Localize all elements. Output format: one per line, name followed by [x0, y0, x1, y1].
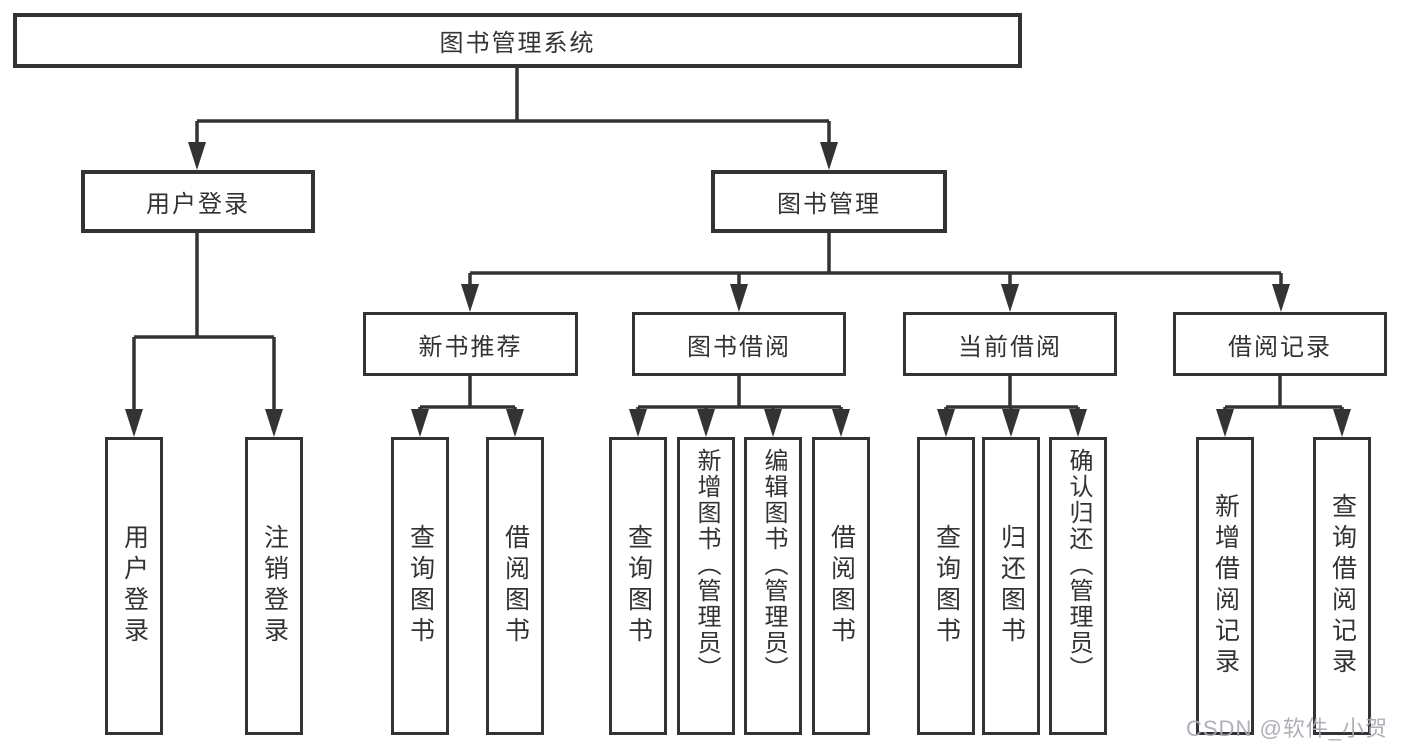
leaf-query-books-current: 查询图书 [917, 437, 975, 735]
leaf-logout-login: 注销登录 [245, 437, 303, 735]
node-book-management: 图书管理 [711, 170, 947, 233]
leaf-return-books: 归还图书 [982, 437, 1040, 735]
node-current-borrow: 当前借阅 [903, 312, 1117, 376]
leaf-add-books-admin: 新增图书（管理员） [677, 437, 735, 735]
arrowheads [125, 142, 1351, 437]
leaf-query-books-borrow: 查询图书 [609, 437, 667, 735]
leaf-edit-books-admin: 编辑图书（管理员） [744, 437, 802, 735]
leaf-add-borrow-record: 新增借阅记录 [1196, 437, 1254, 735]
node-new-book-recommend: 新书推荐 [363, 312, 578, 376]
node-book-borrow: 图书借阅 [632, 312, 846, 376]
leaf-borrow-books: 借阅图书 [812, 437, 870, 735]
node-borrow-records: 借阅记录 [1173, 312, 1387, 376]
tree-edges [132, 68, 1344, 414]
leaf-confirm-return-admin: 确认归还（管理员） [1049, 437, 1107, 735]
leaf-user-login: 用户登录 [105, 437, 163, 735]
node-user-login: 用户登录 [81, 170, 315, 233]
leaf-borrow-books-recommend: 借阅图书 [486, 437, 544, 735]
csdn-watermark: CSDN @软件_小贺同学 [1186, 716, 1389, 741]
leaf-query-books-recommend: 查询图书 [391, 437, 449, 735]
node-root-library-system: 图书管理系统 [13, 13, 1022, 68]
leaf-query-borrow-record: 查询借阅记录 [1313, 437, 1371, 735]
